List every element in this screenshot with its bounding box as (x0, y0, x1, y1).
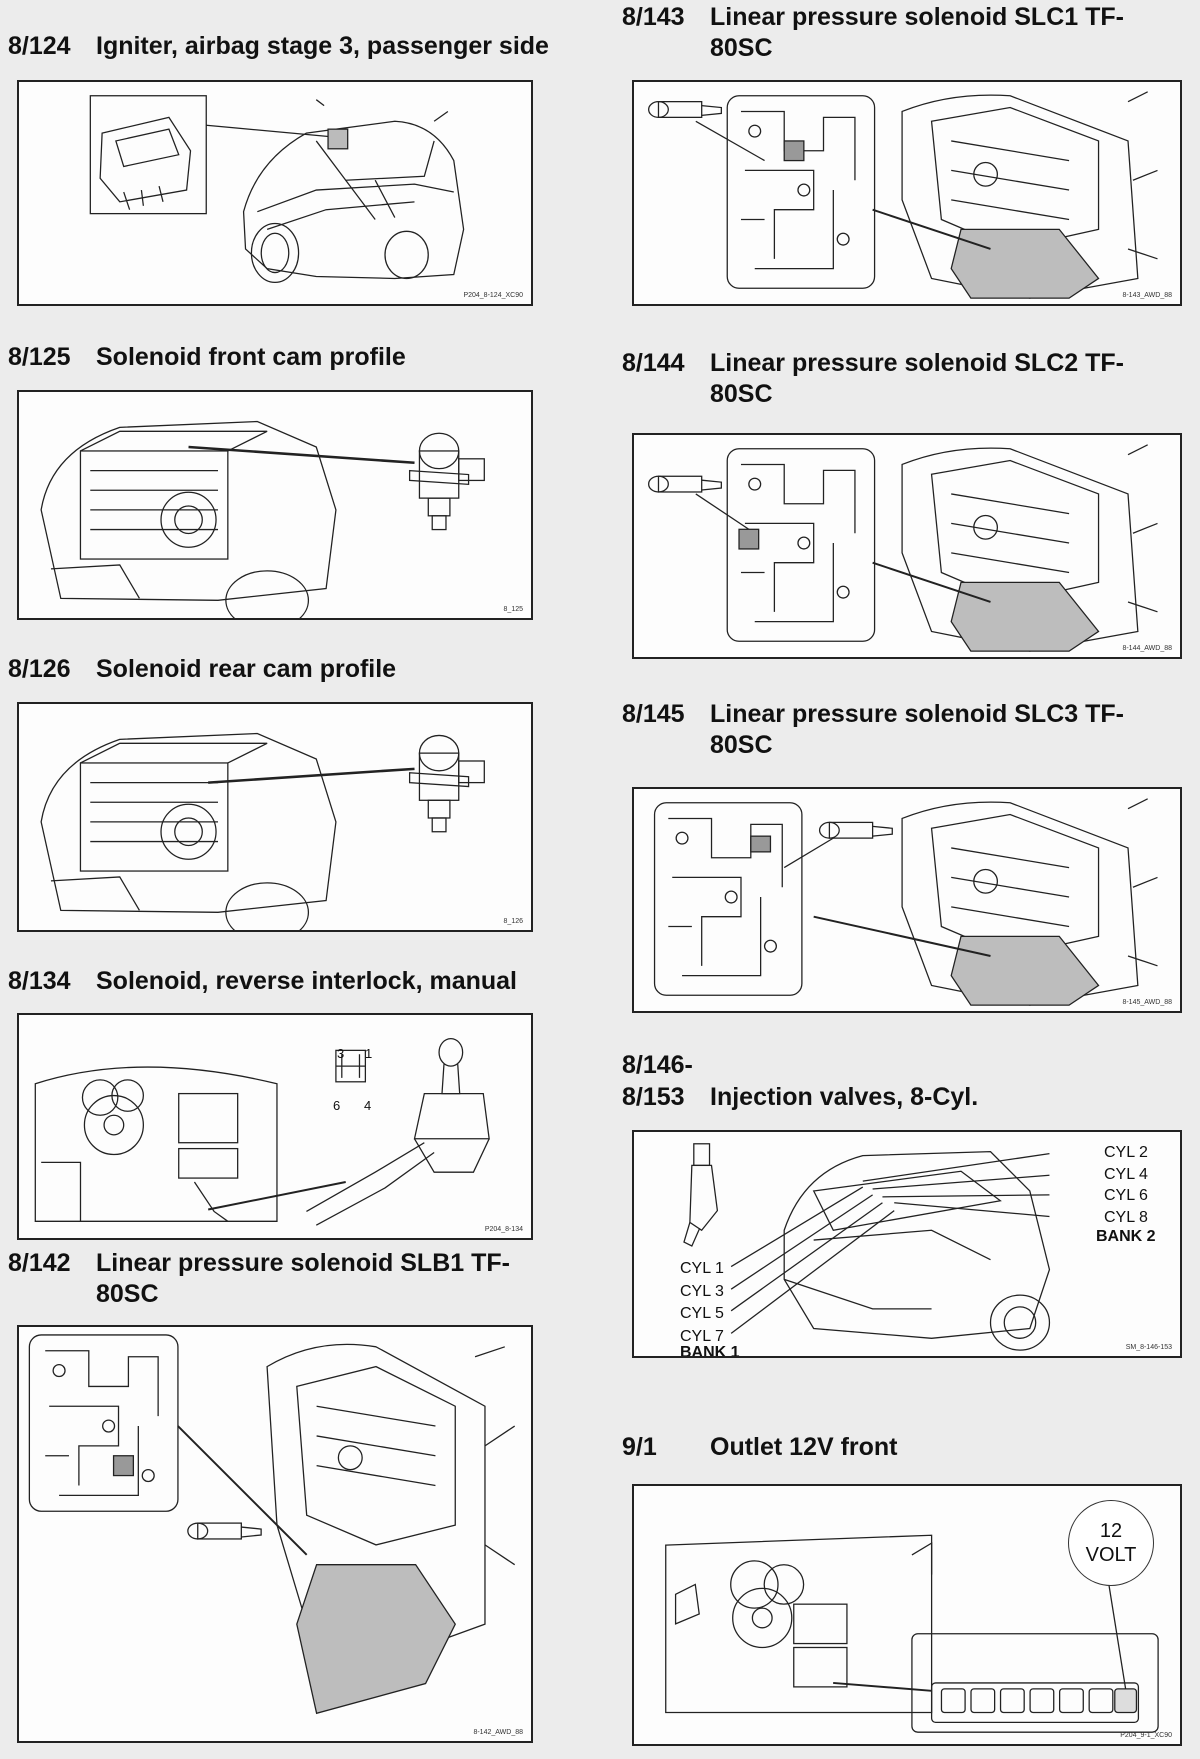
figure-8-142: 8-142_AWD_88 (17, 1325, 533, 1743)
volt-text: VOLT (1085, 1544, 1137, 1566)
figure-code: 8-142_AWD_88 (473, 1729, 523, 1736)
figure-8-126: 8_126 (17, 702, 533, 932)
item-title: Injection valves, 8-Cyl. (710, 1083, 979, 1111)
figure-8-124: P204_8-124_XC90 (17, 80, 533, 306)
reverse-interlock-illustration (34, 1037, 490, 1226)
igniter-airbag-illustration (89, 95, 465, 284)
cyl-8-label: CYL 8 (1104, 1209, 1148, 1226)
figure-code: SM_8-146-153 (1125, 1344, 1172, 1351)
bank-2-label: BANK 2 (1096, 1228, 1156, 1245)
slb1-solenoid-illustration (28, 1334, 516, 1715)
item-number: 8/143 (622, 3, 685, 31)
figure-8-144: 8-144_AWD_88 (632, 433, 1182, 659)
figure-8-145: 8-145_AWD_88 (632, 787, 1182, 1013)
item-title: Linear pressure solenoid SLC3 TF-80SC (710, 700, 1124, 759)
figure-8-146-153: CYL 2 CYL 4 CYL 6 CYL 8 BANK 2 CYL 1 CYL… (632, 1130, 1182, 1358)
heading-9-1: 9/1 Outlet 12V front (622, 1432, 1192, 1466)
slc1-solenoid-illustration (648, 91, 1158, 299)
front-cam-solenoid-illustration (40, 420, 485, 618)
slc3-solenoid-illustration (653, 798, 1158, 1006)
pin-label-6: 6 (333, 1098, 341, 1113)
pin-label-3: 3 (337, 1046, 345, 1061)
figure-code: 8-145_AWD_88 (1122, 999, 1172, 1006)
item-title: Igniter, airbag stage 3, passenger side (96, 32, 549, 60)
heading-8-134: 8/134 Solenoid, reverse interlock, manua… (8, 966, 588, 1000)
figure-code: 8_126 (503, 918, 523, 925)
volt-number: 12 (1099, 1520, 1123, 1542)
outlet-12v-illustration (665, 1534, 1159, 1733)
item-number-end: 8/153 (622, 1083, 685, 1111)
figure-8-125: 8_125 (17, 390, 533, 620)
heading-8-125: 8/125 Solenoid front cam profile (8, 342, 588, 376)
item-title: Solenoid rear cam profile (96, 655, 397, 683)
item-title: Solenoid, reverse interlock, manual (96, 967, 517, 995)
figure-code: 8-144_AWD_88 (1122, 645, 1172, 652)
cyl-7-label: CYL 7 (680, 1328, 724, 1345)
figure-8-134: 3 1 6 4 P204_8-134 (17, 1013, 533, 1240)
12-volt-symbol: 12 VOLT (1068, 1500, 1154, 1586)
item-title: Linear pressure solenoid SLC2 TF-80SC (710, 349, 1124, 408)
heading-8-143: 8/143 Linear pressure solenoid SLC1 TF-8… (622, 2, 1192, 66)
figure-code: P204_8-134 (484, 1226, 523, 1233)
item-title: Linear pressure solenoid SLC1 TF-80SC (710, 3, 1124, 62)
item-number: 8/124 (8, 32, 71, 60)
cyl-4-label: CYL 4 (1104, 1166, 1148, 1183)
figure-8-143: 8-143_AWD_88 (632, 80, 1182, 306)
item-title: Linear pressure solenoid SLB1 TF-80SC (96, 1249, 510, 1308)
item-title: Solenoid front cam profile (96, 343, 406, 371)
heading-8-124: 8/124 Igniter, airbag stage 3, passenger… (8, 31, 588, 65)
item-number: 8/134 (8, 967, 71, 995)
injection-valves-illustration (683, 1143, 1051, 1351)
figure-9-1: 12 VOLT P204_9-1_XC90 (632, 1484, 1182, 1746)
rear-cam-solenoid-illustration (40, 732, 485, 930)
figure-code: 8-143_AWD_88 (1122, 292, 1172, 299)
heading-8-145: 8/145 Linear pressure solenoid SLC3 TF-8… (622, 699, 1192, 763)
cyl-3-label: CYL 3 (680, 1283, 724, 1300)
pin-label-4: 4 (364, 1098, 372, 1113)
bank-1-label: BANK 1 (680, 1344, 740, 1358)
item-number: 9/1 (622, 1433, 657, 1461)
slc2-solenoid-illustration (648, 444, 1158, 652)
pin-label-1: 1 (365, 1046, 373, 1061)
cyl-5-label: CYL 5 (680, 1305, 724, 1322)
item-number-start: 8/146- (622, 1051, 693, 1079)
item-number: 8/142 (8, 1249, 71, 1277)
item-number: 8/126 (8, 655, 71, 683)
cyl-6-label: CYL 6 (1104, 1187, 1148, 1204)
figure-code: P204_8-124_XC90 (463, 292, 523, 299)
cyl-1-label: CYL 1 (680, 1260, 724, 1277)
item-number: 8/144 (622, 349, 685, 377)
item-title: Outlet 12V front (710, 1433, 898, 1461)
heading-8-142: 8/142 Linear pressure solenoid SLB1 TF-8… (8, 1248, 588, 1312)
heading-8-126: 8/126 Solenoid rear cam profile (8, 654, 588, 688)
figure-code: 8_125 (503, 606, 523, 613)
heading-8-144: 8/144 Linear pressure solenoid SLC2 TF-8… (622, 348, 1192, 412)
cyl-2-label: CYL 2 (1104, 1144, 1148, 1161)
heading-8-146-153: 8/146- 8/153 Injection valves, 8-Cyl. (622, 1050, 1192, 1114)
item-number: 8/145 (622, 700, 685, 728)
item-number: 8/125 (8, 343, 71, 371)
figure-code: P204_9-1_XC90 (1120, 1732, 1172, 1739)
